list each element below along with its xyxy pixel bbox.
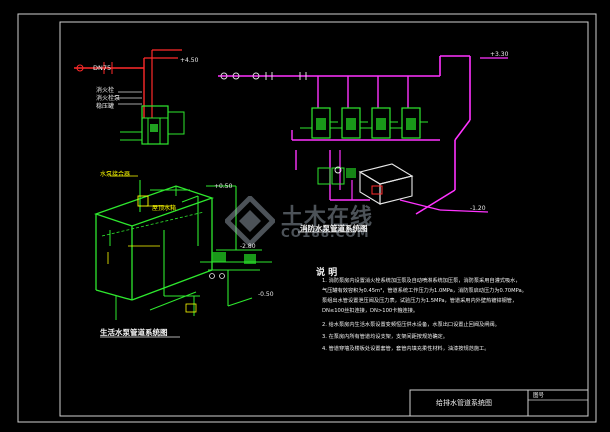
roof-tank-label: 屋顶水箱 bbox=[152, 205, 177, 212]
equipment-label: 消火栓泵 bbox=[96, 95, 121, 102]
inner-frame bbox=[59, 21, 589, 417]
fire-pump-2 bbox=[330, 107, 368, 139]
fire-pump-3 bbox=[360, 107, 398, 139]
equipment-label: 消火栓 bbox=[96, 87, 115, 94]
note-line: 4. 管道穿墙及楼板处设置套管，套管内填充柔性材料，油漆按规范施工。 bbox=[322, 346, 490, 352]
watermark-text-cn: 土木在线 bbox=[281, 205, 374, 230]
elevation-label: -0.50 bbox=[258, 291, 274, 298]
note-line: 1. 消防泵房内设置消火栓系统加压泵及自动喷淋系统加压泵，消防泵采用自灌式吸水， bbox=[322, 278, 521, 284]
elevation-label: -2.80 bbox=[240, 243, 256, 250]
riser-group-left bbox=[74, 49, 182, 118]
watermark: 土木在线 CO188.COM bbox=[225, 196, 425, 246]
title-block bbox=[409, 389, 589, 417]
right-system-caption: 消防水泵管道系统图 bbox=[300, 224, 368, 233]
watermark-logo-icon bbox=[225, 196, 275, 246]
drawing-number-label: 图号 bbox=[533, 393, 545, 399]
notes-heading: 说 明 bbox=[316, 268, 338, 278]
note-line: DN≤100丝扣连接，DN>100卡箍连接。 bbox=[322, 308, 419, 314]
equipment-label: 稳压罐 bbox=[96, 103, 115, 110]
fire-pump-4 bbox=[390, 107, 428, 139]
note-line: 泵组出水管设置泄压阀及压力表，试验压力为1.5MPa，管道采用内外壁热镀锌钢管， bbox=[322, 298, 518, 304]
fire-pump-sets bbox=[300, 107, 428, 185]
outer-frame bbox=[17, 13, 597, 423]
pump-block-upper-left bbox=[120, 105, 185, 145]
left-system-caption: 生活水泵管道系统图 bbox=[100, 328, 168, 337]
note-line: 2. 给水泵房内生活水泵设置变频恒压供水设备，水泵出口设置止回阀及闸阀。 bbox=[322, 322, 500, 328]
dn75-tag: DN75 bbox=[93, 64, 112, 72]
elevation-label: +4.50 bbox=[180, 57, 199, 64]
pressure-tank bbox=[334, 163, 414, 205]
note-line: 3. 在泵房内所有管道均设支架，支架间距按规范确定。 bbox=[322, 334, 448, 340]
fire-pump-1 bbox=[300, 107, 338, 139]
elevation-label: +0.50 bbox=[214, 183, 233, 190]
watermark-text-en: CO188.COM bbox=[281, 226, 370, 240]
elevation-label: -1.20 bbox=[470, 205, 486, 212]
drawing-title: 给排水管道系统图 bbox=[436, 399, 492, 407]
note-line: 气压罐有效容积为0.45m³，管道系统工作压力为1.0MPa，消防泵启动压力为0… bbox=[322, 288, 527, 294]
fire-main-header bbox=[218, 55, 508, 215]
equipment-label: 水泵接合器 bbox=[100, 171, 131, 178]
elevation-label: +3.30 bbox=[490, 51, 509, 58]
domestic-pumps bbox=[185, 252, 272, 316]
